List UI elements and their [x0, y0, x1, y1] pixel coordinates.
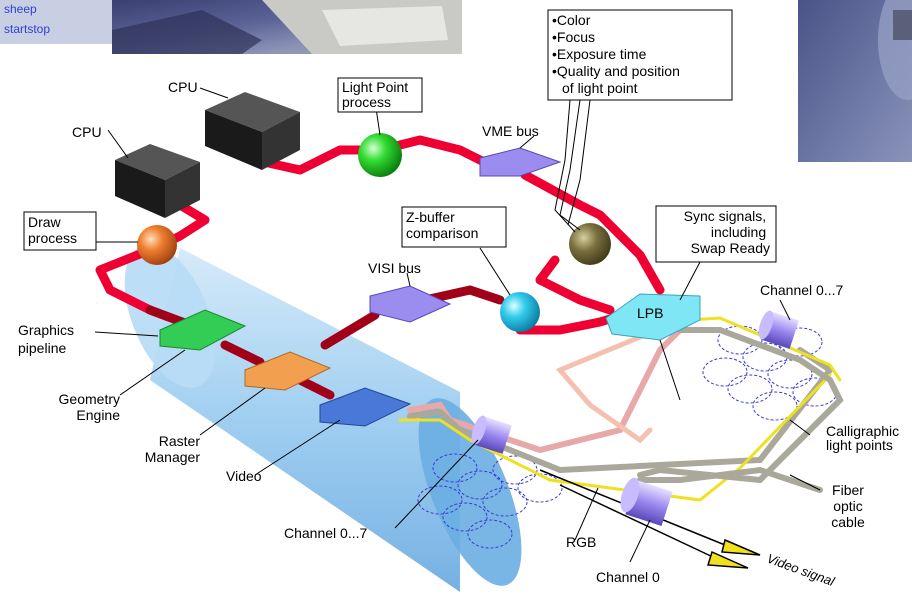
z-buffer-box — [401, 206, 507, 248]
vme-bus-label: VME bus — [482, 123, 539, 139]
lpb-label: LPB — [637, 305, 663, 321]
channel-bottom-label: Channel 0...7 — [284, 525, 367, 541]
attributes-box — [547, 9, 733, 101]
vme-bus-chip — [479, 147, 562, 177]
lpb-chip — [605, 293, 701, 341]
cpu-left-label: CPU — [72, 124, 102, 140]
menu-item-startstop[interactable]: startstop — [4, 22, 51, 36]
video-label: Video — [226, 468, 262, 484]
visi-bus-label: VISI bus — [368, 260, 421, 276]
cpu-box-left — [115, 144, 200, 218]
draw-process-box — [23, 211, 97, 251]
channel-cylinder-right — [758, 310, 799, 349]
dark-red-pipeline-arrows — [145, 285, 505, 400]
draw-process-sphere — [137, 225, 177, 265]
channel-0-label: Channel 0 — [596, 569, 660, 585]
background-photo-right — [798, 0, 912, 162]
geometry-engine-chip — [159, 309, 247, 351]
cpu-top-label: CPU — [168, 79, 198, 95]
attributes-label: •Color •Focus •Exposure time •Quality an… — [552, 12, 684, 96]
channel-coils-bottom — [417, 453, 563, 549]
light-point-box — [337, 77, 423, 113]
olive-sphere — [569, 223, 611, 265]
menu-item-sheep[interactable]: sheep — [4, 2, 37, 16]
video-chip — [319, 387, 412, 427]
sync-signals-box — [655, 205, 777, 263]
signal-cables — [398, 316, 844, 502]
channel-cylinder-0 — [620, 477, 673, 526]
leader-lines — [94, 87, 821, 563]
z-buffer-sphere — [500, 292, 540, 332]
rgb-label: RGB — [566, 534, 596, 550]
video-signal-label: Video signal — [765, 551, 838, 590]
channel-right-label: Channel 0...7 — [760, 282, 843, 298]
sync-signals-label: Sync signals, including Swap Ready — [684, 208, 770, 256]
raster-manager-chip — [244, 351, 332, 391]
menu-panel: sheep startstop — [0, 0, 112, 44]
background-photo-left — [112, 0, 462, 54]
visi-bus-chip — [369, 285, 452, 323]
cpu-box-top — [205, 92, 300, 170]
channel-cylinder-bottom — [471, 415, 512, 454]
light-point-sphere — [358, 133, 402, 177]
